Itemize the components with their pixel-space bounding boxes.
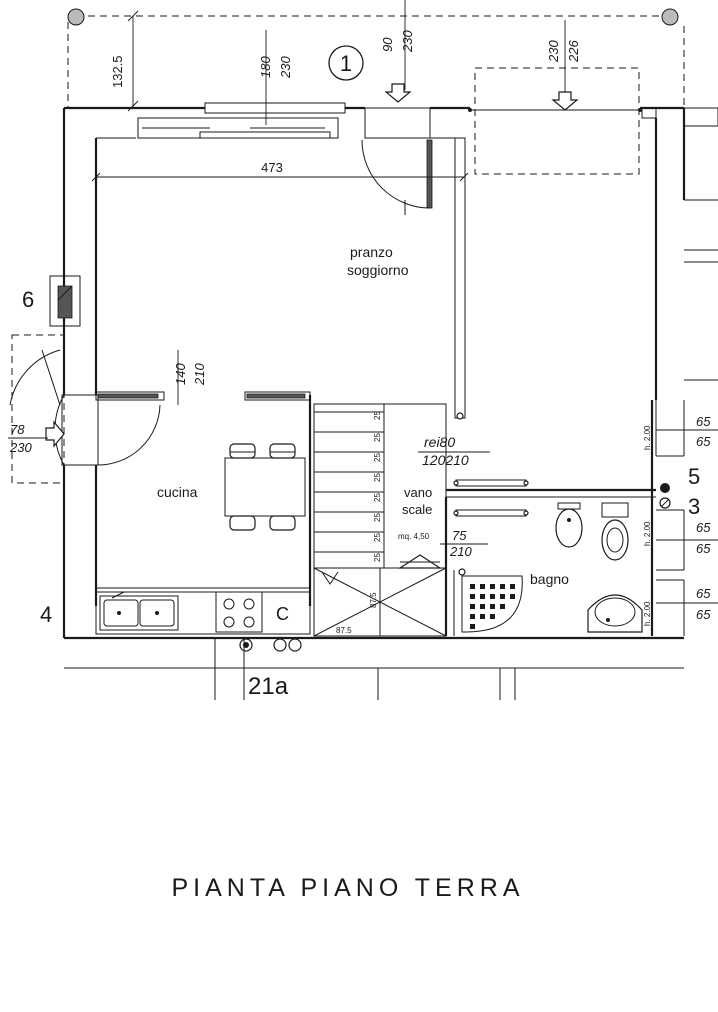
stair-tread-label: 25: [373, 553, 382, 562]
entrance-left-height: 230: [9, 440, 32, 455]
chair-icon: [229, 443, 256, 459]
entrance-left-width: 78: [10, 422, 25, 437]
window-3-height: 65: [696, 607, 711, 622]
survey-marker-icon: [67, 8, 85, 26]
stair-tread-label: 25: [373, 411, 382, 420]
stair-tread-label: 25: [373, 493, 382, 502]
dining-table: [224, 443, 306, 531]
door-top-width: 90: [380, 37, 395, 52]
window-2-width: 65: [696, 520, 711, 535]
marker-3-label: 3: [688, 494, 700, 519]
sill-height-3: h. 2.00: [643, 601, 652, 626]
chair-icon: [229, 515, 256, 531]
fire-door: rei80 120210: [418, 434, 529, 517]
stair-tread-label: 25: [373, 533, 382, 542]
top-offset-label: 132.5: [110, 55, 125, 88]
staircase: [313, 403, 447, 637]
window-top-right-width: 226: [566, 40, 581, 63]
window-3-width: 65: [696, 586, 711, 601]
sink-icon: [99, 595, 179, 631]
kitchen-mark: C: [276, 604, 289, 624]
stair-door-height: 210: [449, 544, 472, 559]
bidet-icon: [555, 508, 583, 548]
living-room-label: pranzo soggiorno: [347, 244, 409, 278]
stairwell-label-line2: scale: [402, 502, 432, 517]
right-windows: h. 2.00 65 65 h. 2.00 65 65 h. 2.00 65 6…: [643, 414, 718, 626]
living-width-dimension: 473: [91, 160, 469, 182]
kitchen-label: cucina: [157, 484, 198, 500]
chair-icon: [269, 443, 296, 459]
marker-6: 6: [22, 275, 81, 327]
kitchen-opening-width: 140: [173, 363, 188, 385]
entry-arrow-icon: [45, 420, 65, 448]
stairwell-label-line1: vano: [404, 485, 432, 500]
window-top-left-height: 230: [278, 56, 293, 79]
chair-icon: [269, 515, 296, 531]
shower-tray: [458, 568, 523, 633]
central-wall: [454, 137, 466, 420]
window-2-height: 65: [696, 541, 711, 556]
markers-5-3: 5 3: [659, 464, 700, 519]
living-width-label: 473: [261, 160, 283, 175]
kitchen-opening: 140 210: [95, 350, 312, 606]
stair-door: 75 210: [440, 528, 488, 559]
stair-tread-label: 25: [373, 453, 382, 462]
door-top-height: 230: [400, 30, 415, 53]
marker-5-label: 5: [688, 464, 700, 489]
stair-tread-label: 25: [373, 473, 382, 482]
stair-tread-labels: 25 25 25 25 25 25 25 25 87.5 87.5: [336, 411, 382, 635]
survey-marker-icon: [661, 8, 679, 26]
utility-marker-icon: [660, 483, 670, 493]
stair-landing-v-label: 87.5: [369, 592, 378, 608]
sill-height-1: h. 2.00: [643, 425, 652, 450]
toilet-icon: [601, 519, 629, 561]
top-offset-dimension: 132.5: [110, 10, 139, 112]
stair-landing-h-label: 87.5: [336, 626, 352, 635]
marker-6-label: 6: [22, 287, 34, 312]
house-number-marker: 1: [328, 45, 364, 81]
stair-door-width: 75: [452, 528, 467, 543]
stair-tread-label: 25: [373, 433, 382, 442]
fire-door-size: 120210: [422, 452, 469, 468]
window-top-right: 226 230: [468, 20, 642, 175]
entrance-door-top: 90 230: [361, 0, 433, 215]
top-boundary: [67, 8, 685, 108]
window-1-height: 65: [696, 434, 711, 449]
stair-tread-label: 25: [373, 513, 382, 522]
window-1-width: 65: [696, 414, 711, 429]
kitchen-counter: C: [95, 587, 311, 652]
lot-marker: 21a: [64, 638, 684, 700]
window-top-left: 180 230: [137, 30, 346, 139]
plan-title: PIANTA PIANO TERRA: [171, 874, 524, 902]
bathroom-walls: [444, 400, 685, 636]
fire-door-rating: rei80: [424, 434, 455, 450]
entry-arrow-icon: [551, 91, 579, 111]
stairwell-label: vano scale mq. 4,50: [398, 485, 432, 541]
entry-arrow-icon: [384, 83, 412, 103]
entrance-left: 78 230: [8, 334, 161, 484]
stair-area-label: mq. 4,50: [398, 532, 430, 541]
bathroom-fixtures: [555, 502, 643, 633]
kitchen-opening-height: 210: [192, 363, 207, 386]
window-top-right-height: 230: [546, 40, 561, 63]
stove-icon: [215, 591, 263, 633]
lot-label: 21a: [248, 673, 289, 700]
window-top-left-width: 180: [258, 56, 273, 78]
house-number: 1: [340, 51, 352, 76]
bathroom-label: bagno: [530, 571, 569, 587]
marker-4-label: 4: [40, 602, 52, 627]
living-label-line1: pranzo: [350, 244, 393, 260]
sill-height-2: h. 2.00: [643, 521, 652, 546]
living-label-line2: soggiorno: [347, 262, 409, 278]
